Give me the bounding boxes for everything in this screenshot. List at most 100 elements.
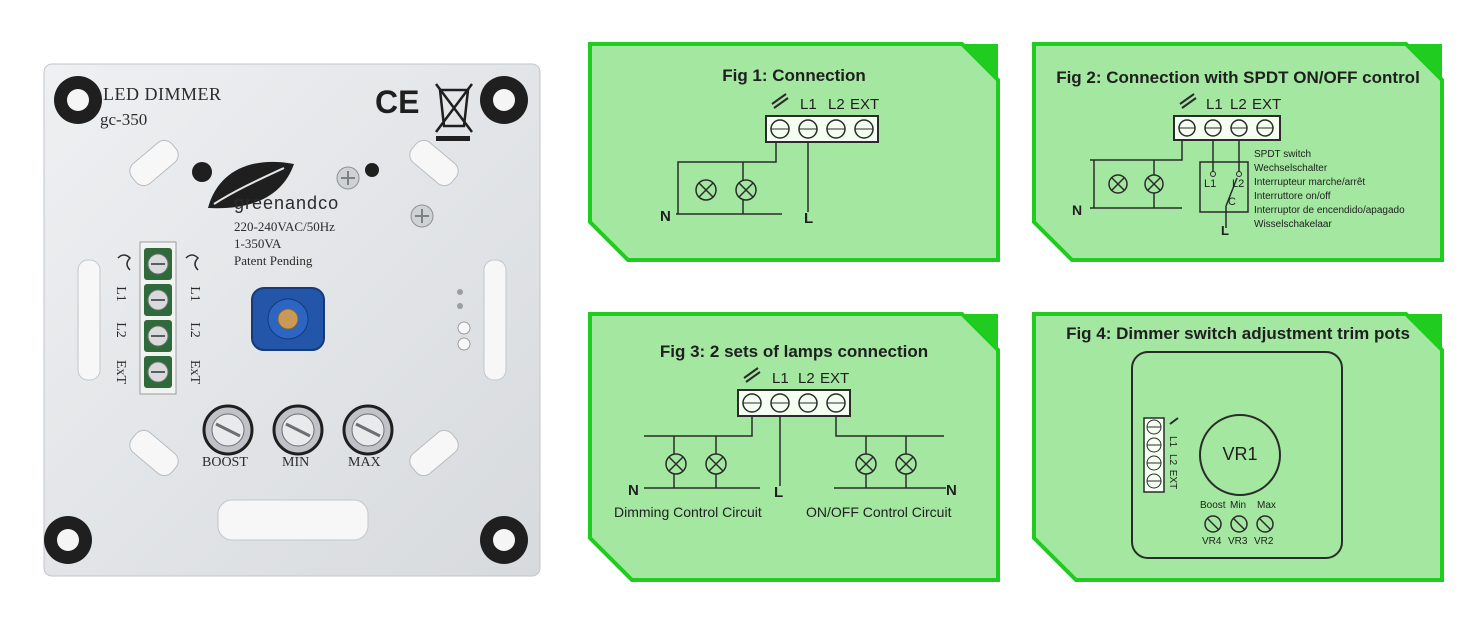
fig3-terminal-ext: EXT [820, 370, 850, 387]
corner-hole-br-icon [480, 516, 528, 564]
ce-mark: CE [375, 84, 420, 120]
spdt-switch-icon [1199, 161, 1249, 213]
dimmer-symbol-icon [185, 254, 200, 271]
fig4-pot-id-vr4: VR4 [1202, 536, 1222, 547]
fig4-pot-id-vr3: VR3 [1228, 536, 1248, 547]
fig1-terminal-icons [770, 119, 874, 139]
spec-power: 1-350VA [234, 236, 282, 251]
dimmer-symbol-icon [771, 93, 789, 109]
fig2-l-label: L [1221, 223, 1229, 238]
dimmer-symbol-icon [1169, 417, 1179, 425]
dimmer-plate-graphic [43, 63, 541, 577]
fig2-switch-name-es: Interruptor de encendido/apagado [1254, 205, 1405, 216]
knob-label-max: MAX [348, 455, 381, 470]
fig3-title: Fig 3: 2 sets of lamps connection [659, 342, 929, 361]
terminal-label-l2-right: L2 [186, 322, 202, 338]
fig1-terminal-l2: L2 [828, 96, 845, 113]
rotary-shaft-icon[interactable] [251, 287, 325, 351]
fig4-pot-name-boost: Boost [1200, 500, 1226, 511]
dimmer-outline [1131, 351, 1343, 559]
fig3-n-left: N [628, 482, 639, 499]
boost-trim-knob[interactable] [202, 404, 254, 456]
lamp-icon [1144, 174, 1164, 194]
weee-bin-icon [435, 83, 473, 141]
fig4-terminal-l1: L1 [1167, 435, 1179, 448]
screw-icon [336, 166, 360, 190]
fig4-pot-id-vr2: VR2 [1254, 536, 1274, 547]
screw-icon [410, 204, 434, 228]
fig3-terminal-l2: L2 [798, 370, 815, 387]
fig2-terminal-l1: L1 [1206, 96, 1223, 113]
lamp-icon [855, 453, 877, 475]
terminal-label-ext-left: ExT [113, 359, 129, 385]
fig1-panel: Fig 1: Connection L1 L2 EXT N L [588, 42, 1000, 262]
dimmer-symbol-icon [117, 254, 132, 271]
fig4-panel: Fig 4: Dimmer switch adjustment trim pot… [1032, 312, 1444, 582]
fig4-terminal-ext: EXT [1167, 469, 1179, 490]
spec-patent: Patent Pending [234, 253, 313, 268]
vr2-pot-icon [1256, 515, 1274, 533]
dimmer-symbol-icon [1179, 93, 1197, 109]
vr4-pot-icon [1204, 515, 1222, 533]
leaf-logo-icon [192, 161, 294, 209]
fig2-switch-name-de: Wechselschalter [1254, 163, 1328, 174]
fig2-switch-name-fr: Interrupteur marche/arrêt [1254, 177, 1366, 188]
fig2-switch-l2: L2 [1232, 178, 1245, 190]
fig2-panel: Fig 2: Connection with SPDT ON/OFF contr… [1032, 42, 1444, 262]
corner-hole-tr-icon [480, 76, 528, 124]
fig2-terminal-ext: EXT [1252, 96, 1282, 113]
dimmer-product-photo: LED DIMMER gc-350 CE greenandco 220-240V… [38, 60, 546, 580]
lamp-icon [695, 179, 717, 201]
corner-hole-tl-icon [54, 76, 102, 124]
fig2-switch-c: C [1228, 196, 1236, 208]
fig2-switch-name-en: SPDT switch [1254, 149, 1312, 160]
terminal-screw-icon [144, 284, 172, 316]
fig3-panel: Fig 3: 2 sets of lamps connection L1 L2 … [588, 312, 1000, 582]
fig2-title: Fig 2: Connection with SPDT ON/OFF contr… [1056, 68, 1420, 87]
fig1-terminal-l1: L1 [800, 96, 817, 113]
fig3-right-circuit: ON/OFF Control Circuit [806, 504, 952, 520]
knob-label-boost: BOOST [202, 455, 248, 470]
terminal-label-l2-left: L2 [112, 322, 128, 338]
product-model: gc-350 [100, 110, 148, 129]
fig3-terminal-icons [742, 393, 846, 413]
fig4-pot-name-max: Max [1257, 500, 1276, 511]
min-trim-knob[interactable] [272, 404, 324, 456]
fig2-switch-name-nl: Wisselschakelaar [1254, 219, 1332, 230]
fig1-n-label: N [660, 208, 671, 225]
fig2-terminal-icons [1178, 119, 1274, 137]
fig2-terminal-l2: L2 [1230, 96, 1247, 113]
fig1-terminal-ext: EXT [850, 96, 880, 113]
terminal-screw-icon [144, 356, 172, 388]
fig3-left-circuit: Dimming Control Circuit [614, 504, 762, 520]
terminal-label-ext-right: ExT [187, 359, 203, 385]
lamp-icon [895, 453, 917, 475]
fig2-switch-l1: L1 [1204, 178, 1217, 190]
spec-voltage: 220-240VAC/50Hz [234, 219, 335, 234]
fig3-n-right: N [946, 482, 957, 499]
lamp-icon [735, 179, 757, 201]
fig4-pot-name-min: Min [1230, 500, 1247, 511]
brand-name: greenandco [234, 193, 340, 213]
fig2-switch-name-it: Interruttore on/off [1254, 191, 1331, 202]
fig1-title: Fig 1: Connection [722, 66, 866, 85]
terminal-screw-icon [144, 320, 172, 352]
corner-hole-bl-icon [44, 516, 92, 564]
terminal-label-l1-right: L1 [186, 286, 202, 302]
vr3-pot-icon [1230, 515, 1248, 533]
fig2-n-label: N [1072, 202, 1083, 218]
lamp-icon [665, 453, 687, 475]
fig3-terminal-l1: L1 [772, 370, 789, 387]
lamp-icon [1108, 174, 1128, 194]
fig4-terminal-icons [1146, 419, 1162, 489]
fig1-l-label: L [804, 210, 814, 227]
max-trim-knob[interactable] [342, 404, 394, 456]
fig4-vr1-label: VR1 [1222, 444, 1258, 464]
terminal-label-l1-left: L1 [112, 286, 128, 302]
vr1-pot-icon [1199, 414, 1281, 496]
dimmer-symbol-icon [743, 367, 761, 383]
knob-label-min: MIN [282, 455, 310, 470]
fig3-l-label: L [774, 484, 784, 501]
lamp-icon [705, 453, 727, 475]
fig4-title: Fig 4: Dimmer switch adjustment trim pot… [1066, 324, 1410, 343]
